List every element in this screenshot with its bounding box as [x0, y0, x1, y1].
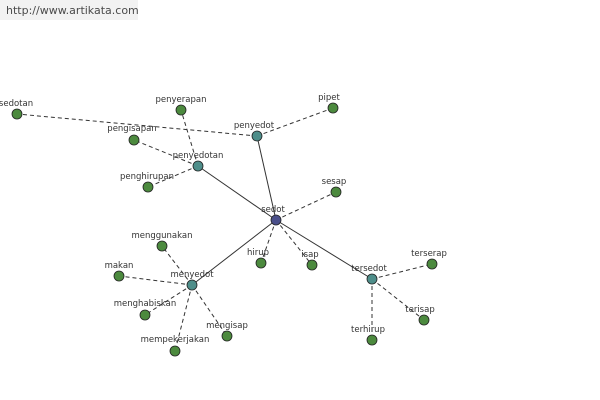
node-terhirup[interactable]: [366, 334, 378, 346]
node-hirup[interactable]: [255, 257, 267, 269]
node-menghabiskan[interactable]: [139, 309, 151, 321]
edge-menyedot-menghabiskan: [144, 284, 193, 316]
node-label-menggunakan: menggunakan: [131, 231, 192, 241]
node-makan[interactable]: [113, 270, 125, 282]
node-penghirupan[interactable]: [142, 181, 154, 193]
node-label-mengisap: mengisap: [206, 321, 248, 331]
node-label-pipet: pipet: [318, 93, 340, 103]
node-label-sedotan: sedotan: [0, 99, 33, 109]
edge-sedot-menyedot: [191, 219, 277, 286]
edge-penyedotan-penghirupan: [147, 165, 199, 188]
node-label-tersedot: tersedot: [351, 264, 387, 274]
edge-penyedotan-penyerapan: [180, 109, 199, 167]
node-penyerapan[interactable]: [175, 104, 187, 116]
node-label-penghirupan: penghirupan: [120, 172, 174, 182]
node-penyedot[interactable]: [251, 130, 263, 142]
node-pipet[interactable]: [327, 102, 339, 114]
node-label-menyedot: menyedot: [170, 270, 214, 280]
edge-sedot-isap: [275, 219, 313, 266]
node-label-terisap: terisap: [405, 305, 434, 315]
node-label-mempekerjakan: mempekerjakan: [141, 335, 210, 345]
node-penyedotan[interactable]: [192, 160, 204, 172]
node-tersedot[interactable]: [366, 273, 378, 285]
node-terserap[interactable]: [426, 258, 438, 270]
edge-penyedot-sedotan: [16, 113, 258, 137]
edge-tersedot-terserap: [371, 263, 433, 280]
node-label-sedot: sedot: [261, 205, 285, 215]
node-label-penyedotan: penyedotan: [173, 151, 224, 161]
node-label-menghabiskan: menghabiskan: [114, 299, 176, 309]
node-terisap[interactable]: [418, 314, 430, 326]
node-sedotan[interactable]: [11, 108, 23, 120]
node-pengisapan[interactable]: [128, 134, 140, 146]
node-sedot[interactable]: [270, 214, 282, 226]
node-label-penyerapan: penyerapan: [156, 95, 207, 105]
node-label-isap: isap: [301, 250, 318, 260]
watermark: http://www.artikata.com: [0, 0, 139, 20]
edge-sedot-hirup: [260, 219, 277, 264]
edge-menyedot-makan: [118, 275, 193, 286]
node-mempekerjakan[interactable]: [169, 345, 181, 357]
edge-menyedot-mempekerjakan: [174, 284, 193, 352]
node-label-hirup: hirup: [247, 248, 269, 258]
node-label-makan: makan: [105, 261, 134, 271]
edge-menyedot-mengisap: [191, 284, 228, 337]
node-label-pengisapan: pengisapan: [107, 124, 156, 134]
node-label-terhirup: terhirup: [351, 325, 385, 335]
node-menyedot[interactable]: [186, 279, 198, 291]
node-label-penyedot: penyedot: [234, 121, 275, 131]
graph-nodes: [11, 102, 438, 357]
node-mengisap[interactable]: [221, 330, 233, 342]
node-label-sesap: sesap: [322, 177, 347, 187]
node-label-terserap: terserap: [411, 249, 447, 259]
edge-menyedot-menggunakan: [161, 245, 193, 286]
edge-sedot-sesap: [275, 191, 337, 221]
edge-sedot-tersedot: [275, 219, 373, 280]
edge-sedot-penyedotan: [197, 165, 277, 221]
graph-labels: sedot penyedot penyedotan menyedot tersedot p…: [0, 93, 447, 345]
node-menggunakan[interactable]: [156, 240, 168, 252]
edge-penyedotan-pengisapan: [133, 139, 199, 167]
watermark-text: http://www.artikata.com: [6, 4, 139, 17]
node-isap[interactable]: [306, 259, 318, 271]
graph-edges: [16, 107, 433, 352]
node-sesap[interactable]: [330, 186, 342, 198]
edge-sedot-penyedot: [256, 135, 277, 221]
